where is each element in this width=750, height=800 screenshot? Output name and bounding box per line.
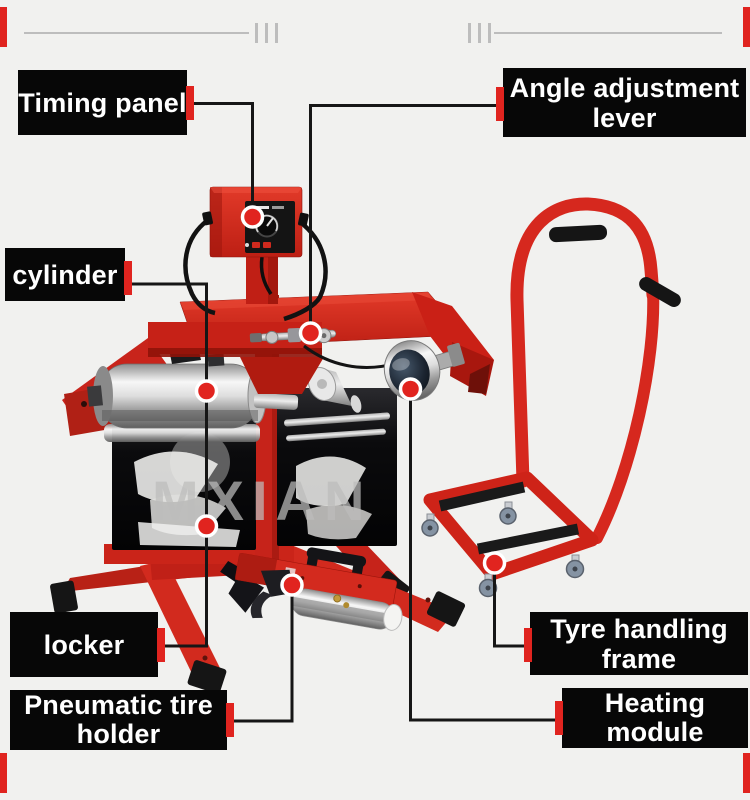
tyre-handling-frame-part <box>421 197 681 598</box>
label-accent-angle-lever <box>496 87 504 121</box>
label-accent-pneumatic <box>226 703 234 737</box>
trolley-caster <box>478 573 498 598</box>
pressure-cone <box>253 366 362 413</box>
label-accent-heating <box>555 701 563 735</box>
marker-dot-timing-panel <box>240 205 265 229</box>
tire-holder-box-right <box>277 388 397 546</box>
label-timing-panel-text: Timing panel <box>18 87 187 118</box>
separator-line-left <box>24 32 249 34</box>
label-cylinder: cylinder <box>5 248 125 301</box>
label-angle-adjustment-lever: Angle adjustment lever <box>503 68 746 137</box>
label-accent-locker <box>157 628 165 662</box>
label-heating-module: Heating module <box>562 688 748 748</box>
cylinder-part <box>86 331 267 442</box>
heating-module-gauge <box>383 340 465 401</box>
label-accent-timing-panel <box>186 86 194 120</box>
marker-dot-tyre-frame <box>482 551 507 575</box>
marker-dot-heating <box>398 377 423 401</box>
label-pneumatic-tire-holder: Pneumatic tire holder <box>10 690 227 750</box>
separator-tick <box>468 23 471 43</box>
separator-tick <box>265 23 268 43</box>
connector-cylinder <box>128 282 208 526</box>
watermark-text: MXIAN <box>152 469 372 532</box>
separator-line-right <box>494 32 722 34</box>
label-locker: locker <box>10 612 158 677</box>
separator-tick <box>478 23 481 43</box>
connector-locker <box>161 526 208 648</box>
separator-tick <box>255 23 258 43</box>
label-angle-adjustment-lever-text: Angle adjustment lever <box>509 72 740 133</box>
trolley-caster <box>421 513 439 537</box>
trolley-grip-top <box>549 224 608 243</box>
label-cylinder-text: cylinder <box>12 259 118 290</box>
corner-accent-bottom-right <box>743 753 750 793</box>
control-cable-right <box>283 220 328 322</box>
swing-arm <box>148 291 494 396</box>
connector-tyre-frame <box>493 567 527 648</box>
label-tyre-handling-frame: Tyre handling frame <box>530 612 748 675</box>
label-heating-module-text: Heating module <box>604 688 706 747</box>
label-pneumatic-tire-holder-text: Pneumatic tire holder <box>24 690 213 749</box>
label-accent-cylinder <box>124 261 132 295</box>
corner-accent-top-right <box>743 7 750 47</box>
indicator-light <box>252 242 260 248</box>
separator-tick <box>275 23 278 43</box>
trolley-caster <box>565 554 585 579</box>
connector-pneumatic <box>230 589 294 723</box>
connector-heating <box>409 393 558 722</box>
corner-accent-bottom-left <box>0 753 7 793</box>
trolley-grip-side <box>639 277 681 307</box>
label-locker-text: locker <box>43 629 125 660</box>
marker-dot-cylinder <box>194 379 219 403</box>
connector-angle-lever <box>309 104 500 329</box>
marker-dot-pneumatic <box>280 573 304 597</box>
trolley-caster <box>499 501 517 525</box>
indicator-light <box>263 242 271 248</box>
pneumatic-tire-holder-tool <box>220 547 403 631</box>
marker-dot-locker <box>194 514 219 538</box>
label-timing-panel: Timing panel <box>18 70 187 135</box>
corner-accent-top-left <box>0 7 7 47</box>
label-accent-tyre-frame <box>524 628 532 662</box>
separator-tick <box>488 23 491 43</box>
connector-timing-panel <box>190 102 254 213</box>
label-tyre-handling-frame-text: Tyre handling frame <box>550 613 728 674</box>
marker-dot-angle-lever <box>298 321 323 345</box>
